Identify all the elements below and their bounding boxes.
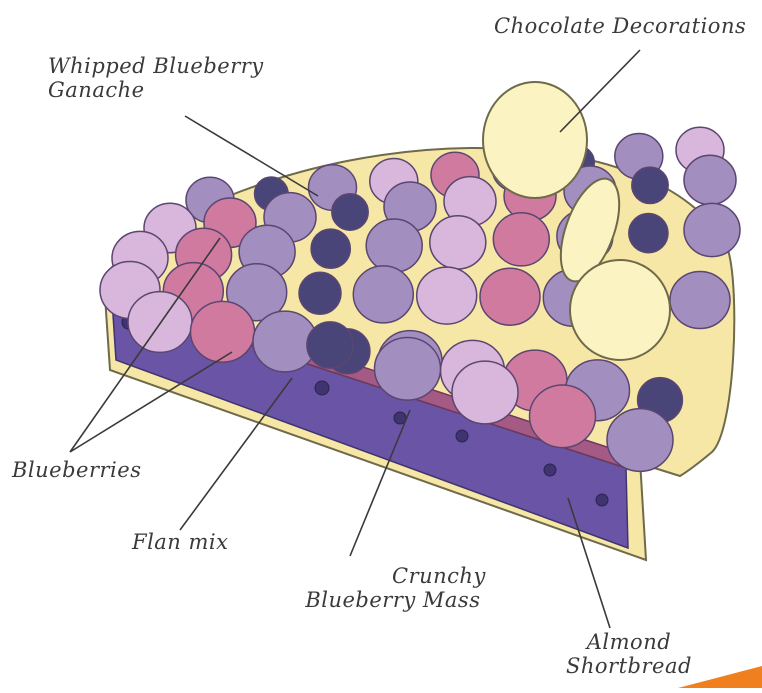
blueberry-topping	[307, 322, 353, 368]
ganache-dome	[684, 155, 736, 204]
blueberry-topping	[629, 214, 668, 253]
blueberry-topping	[632, 167, 668, 203]
ganache-dome	[417, 267, 477, 324]
flan-blueberry	[544, 464, 556, 476]
ganache-dome	[493, 213, 549, 266]
label-flan-mix: Flan mix	[132, 530, 228, 554]
leader-line-chocolate	[560, 50, 640, 132]
whipped-ganache-line1: Whipped Blueberry	[48, 54, 264, 78]
crunchy-line1: Crunchy	[300, 564, 486, 588]
ganache-dome	[353, 266, 413, 323]
almond-line1: Almond	[566, 630, 692, 654]
whipped-ganache-line2: Ganache	[48, 78, 264, 102]
ganache-dome	[684, 203, 740, 256]
label-almond-shortbread: Almond Shortbread	[566, 630, 692, 678]
ganache-dome	[128, 292, 192, 353]
chocolate-disc-top	[483, 82, 587, 198]
ganache-dome	[191, 301, 255, 362]
label-crunchy-blueberry-mass: Crunchy Blueberry Mass	[300, 564, 486, 612]
ganache-dome	[375, 337, 441, 400]
ganache-dome	[452, 361, 518, 424]
chocolate-decorations-text: Chocolate Decorations	[494, 14, 746, 38]
flan-mix-text: Flan mix	[132, 530, 228, 554]
chocolate-disc-bottom	[570, 260, 670, 360]
flan-blueberry	[456, 430, 468, 442]
blueberry-topping	[332, 194, 368, 230]
ganache-dome	[480, 268, 540, 325]
blueberry-topping	[299, 272, 341, 314]
flan-blueberry	[596, 494, 608, 506]
label-chocolate-decorations: Chocolate Decorations	[494, 14, 746, 38]
label-whipped-ganache: Whipped Blueberry Ganache	[48, 54, 264, 102]
flan-blueberry	[315, 381, 329, 395]
almond-line2: Shortbread	[566, 654, 692, 678]
crunchy-line2: Blueberry Mass	[300, 588, 486, 612]
ganache-dome	[670, 272, 730, 329]
blueberry-topping	[311, 229, 350, 268]
ganache-dome	[530, 385, 596, 448]
ganache-dome	[430, 216, 486, 269]
label-blueberries: Blueberries	[12, 458, 141, 482]
ganache-dome	[607, 409, 673, 472]
blueberries-text: Blueberries	[12, 458, 141, 482]
ganache-dome	[366, 219, 422, 272]
